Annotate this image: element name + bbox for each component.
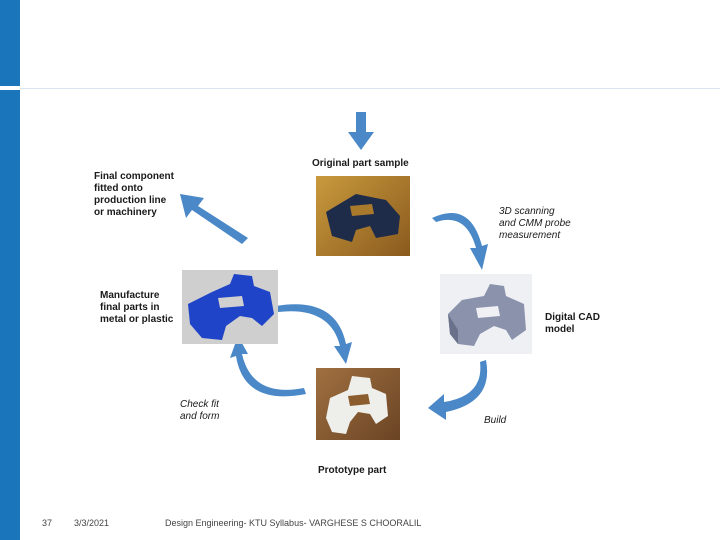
build-label: Build: [484, 415, 507, 426]
footer-date: 3/3/2021: [74, 518, 110, 528]
scan-arrow: [432, 212, 488, 270]
page-number: 37: [42, 518, 53, 528]
check-fit-label: Check fit and form: [180, 399, 220, 422]
prototype-label: Prototype part: [318, 465, 387, 476]
manufacture-label: Manufacture final parts in metal or plas…: [100, 290, 174, 325]
final-arrow: [180, 194, 248, 244]
cad-model-image: [440, 274, 532, 354]
sidebar-divider: [0, 86, 20, 90]
original-sample-label: Original part sample: [312, 158, 409, 169]
scanning-label: 3D scanning and CMM probe measurement: [499, 206, 571, 241]
manufactured-part-photo: [182, 270, 278, 344]
footer-text: Design Engineering- KTU Syllabus- VARGHE…: [165, 518, 422, 528]
check-arrow: [230, 336, 306, 397]
prototype-part-photo: [316, 368, 400, 440]
original-part-photo: [316, 176, 410, 256]
manufacture-arrow: [276, 304, 352, 364]
cad-model-label: Digital CAD model: [545, 312, 600, 335]
final-component-label: Final component fitted onto production l…: [94, 171, 174, 218]
title-divider: [20, 88, 720, 89]
sidebar-bar: [0, 0, 20, 540]
input-arrow: [348, 112, 374, 150]
build-arrow: [428, 360, 488, 420]
